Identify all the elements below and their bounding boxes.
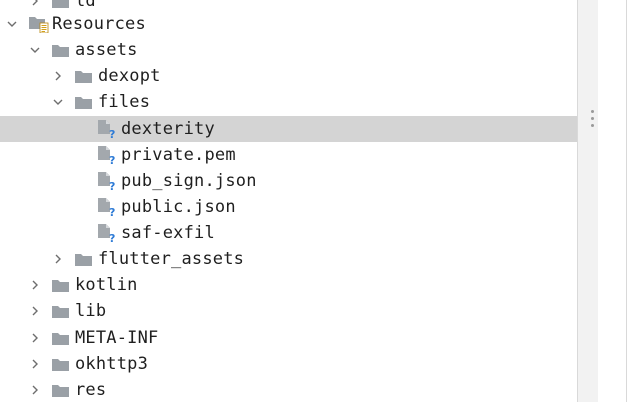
tree-item-resources[interactable]: Resources — [0, 11, 577, 37]
tree-item-label: okhttp3 — [75, 354, 149, 374]
tree-item-label: private.pem — [121, 145, 236, 165]
unknown-file-icon: ? — [98, 224, 115, 243]
tree-item-flutter-assets[interactable]: flutter_assets — [0, 246, 577, 272]
chevron-right-icon[interactable] — [30, 280, 40, 290]
chevron-right-icon[interactable] — [30, 385, 40, 395]
tree-item-res[interactable]: res — [0, 377, 577, 402]
folder-icon — [52, 45, 69, 57]
tree-item-pub-sign-json[interactable]: ? pub_sign.json — [0, 168, 577, 194]
tree-item-okhttp3[interactable]: okhttp3 — [0, 351, 577, 377]
folder-icon — [52, 0, 69, 8]
chevron-down-icon[interactable] — [53, 97, 63, 107]
folder-icon — [75, 97, 92, 109]
tree-item-dexopt[interactable]: dexopt — [0, 63, 577, 89]
chevron-right-icon[interactable] — [30, 359, 40, 369]
project-tree-panel: ld Resources assets dexopt files ? — [0, 0, 577, 402]
unknown-file-icon: ? — [98, 120, 115, 139]
tree-item-label: kotlin — [75, 275, 138, 295]
svg-text:?: ? — [109, 232, 115, 243]
tree-item-label: res — [75, 380, 107, 400]
tree-item-files[interactable]: files — [0, 89, 577, 115]
tree-item-kotlin[interactable]: kotlin — [0, 272, 577, 298]
svg-text:?: ? — [109, 206, 115, 217]
tree-item-private-pem[interactable]: ? private.pem — [0, 142, 577, 168]
tree-item-meta-inf[interactable]: META-INF — [0, 325, 577, 351]
unknown-file-icon: ? — [98, 198, 115, 217]
tree-item-label: lib — [75, 301, 107, 321]
tree-item-label: saf-exfil — [121, 223, 215, 243]
chevron-right-icon[interactable] — [53, 71, 63, 81]
svg-text:?: ? — [109, 180, 115, 191]
tree-item-label: Resources — [52, 14, 146, 34]
folder-icon — [52, 333, 69, 345]
tree-item-label: META-INF — [75, 328, 159, 348]
chevron-right-icon[interactable] — [30, 0, 40, 6]
tree-item-ld[interactable]: ld — [0, 0, 577, 14]
tree-item-dexterity[interactable]: ? dexterity — [0, 116, 577, 142]
tree-item-assets[interactable]: assets — [0, 37, 577, 63]
tree-item-label: public.json — [121, 197, 236, 217]
folder-icon — [52, 306, 69, 318]
panel-splitter[interactable] — [578, 0, 598, 402]
tree-item-label: ld — [75, 0, 96, 11]
tree-item-label: dexterity — [121, 119, 215, 139]
tree-item-saf-exfil[interactable]: ? saf-exfil — [0, 220, 577, 246]
tree-item-label: files — [98, 92, 151, 112]
tree-item-label: assets — [75, 40, 138, 60]
editor-pane-border — [626, 0, 627, 402]
panel-divider — [577, 0, 578, 402]
folder-icon — [75, 71, 92, 83]
tree-item-label: dexopt — [98, 66, 161, 86]
editor-pane — [598, 0, 641, 402]
folder-icon — [52, 385, 69, 397]
chevron-right-icon[interactable] — [53, 254, 63, 264]
tree-item-label: pub_sign.json — [121, 171, 257, 191]
folder-icon — [52, 359, 69, 371]
svg-text:?: ? — [109, 154, 115, 165]
splitter-grip-handle[interactable] — [591, 110, 595, 130]
chevron-down-icon[interactable] — [30, 45, 40, 55]
folder-icon — [52, 280, 69, 292]
tree-item-label: flutter_assets — [98, 249, 245, 269]
tree-item-public-json[interactable]: ? public.json — [0, 194, 577, 220]
chevron-down-icon[interactable] — [7, 19, 17, 29]
chevron-right-icon[interactable] — [30, 306, 40, 316]
folder-icon — [75, 254, 92, 266]
unknown-file-icon: ? — [98, 146, 115, 165]
tree-item-lib[interactable]: lib — [0, 298, 577, 324]
svg-text:?: ? — [109, 128, 115, 139]
unknown-file-icon: ? — [98, 172, 115, 191]
chevron-right-icon[interactable] — [30, 333, 40, 343]
resources-folder-icon — [29, 17, 49, 33]
